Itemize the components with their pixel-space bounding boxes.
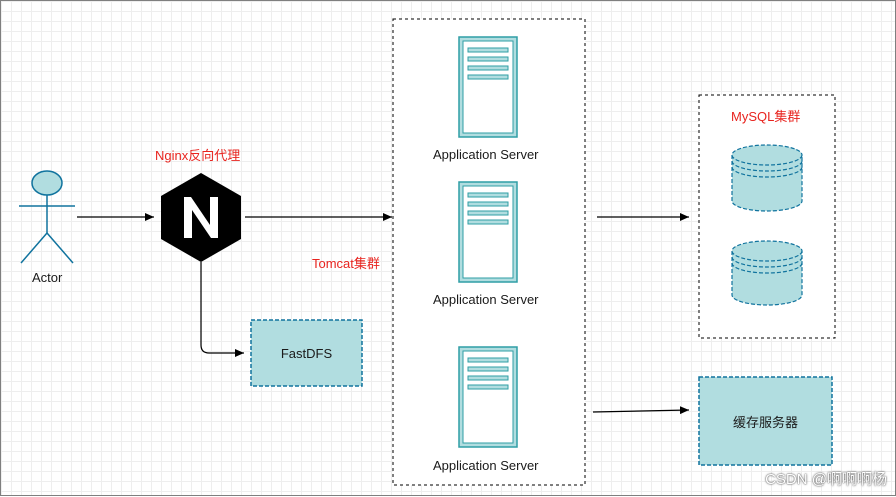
actor-icon: [19, 170, 75, 264]
fastdfs-box: [250, 319, 363, 387]
tomcat-cluster-label: Tomcat集群: [312, 256, 380, 271]
nginx-logo-icon: [161, 173, 241, 262]
database-icon: [731, 240, 803, 306]
app-server-label: Application Server: [433, 458, 539, 473]
arrow-nginx-to-fastdfs: [200, 262, 244, 357]
cache-server-label: 缓存服务器: [732, 414, 798, 430]
fastdfs-label: FastDFS: [280, 345, 333, 361]
watermark: CSDN @啊啊啊杨: [765, 471, 887, 488]
database-icon: [731, 144, 803, 212]
cache-box: [698, 376, 833, 466]
arrow-tomcat-to-cache: [592, 406, 690, 415]
actor-label: Actor: [32, 270, 63, 285]
app-server-label: Application Server: [433, 147, 539, 162]
server-icon: [458, 36, 518, 138]
server-icon: [458, 346, 518, 448]
server-icon: [458, 181, 518, 283]
nginx-label: Nginx反向代理: [155, 148, 241, 163]
mysql-cluster-label: MySQL集群: [731, 109, 801, 124]
app-server-label: Application Server: [433, 292, 539, 307]
